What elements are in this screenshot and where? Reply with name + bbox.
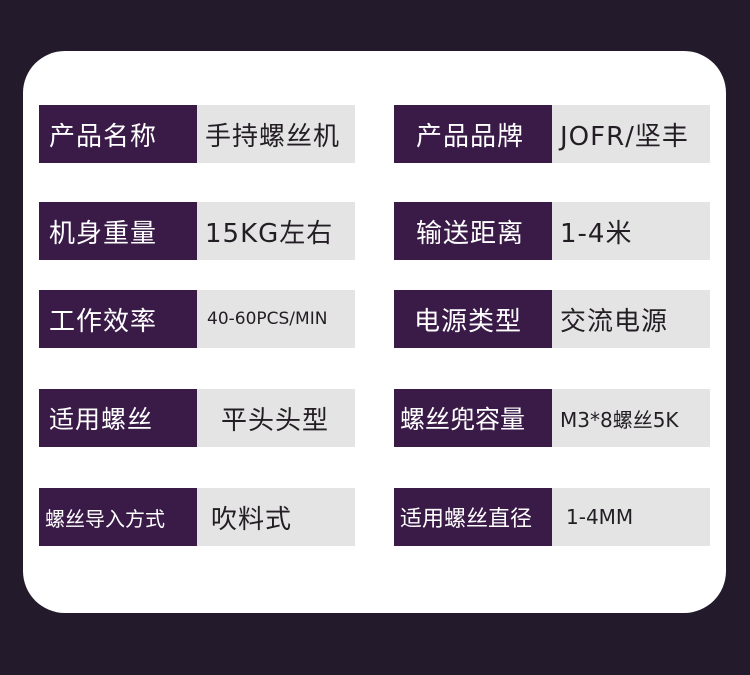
spec-value: JOFR/坚丰 xyxy=(552,105,710,163)
spec-row-weight: 机身重量 15KG左右 xyxy=(39,202,355,260)
spec-row-diameter: 适用螺丝直径 1-4MM xyxy=(394,488,710,546)
spec-value: 吹料式 xyxy=(197,488,355,546)
spec-row-screw-type: 适用螺丝 平头头型 xyxy=(39,389,355,447)
spec-value: 1-4米 xyxy=(552,202,710,260)
spec-label: 适用螺丝直径 xyxy=(394,488,552,546)
spec-value: 手持螺丝机 xyxy=(197,105,355,163)
spec-row-capacity: 螺丝兜容量 M3*8螺丝5K xyxy=(394,389,710,447)
spec-row-product-name: 产品名称 手持螺丝机 xyxy=(39,105,355,163)
spec-label: 产品名称 xyxy=(39,105,197,163)
spec-label: 产品品牌 xyxy=(394,105,552,163)
spec-label: 输送距离 xyxy=(394,202,552,260)
spec-label: 工作效率 xyxy=(39,290,197,348)
spec-row-distance: 输送距离 1-4米 xyxy=(394,202,710,260)
spec-value: 40-60PCS/MIN xyxy=(197,290,355,348)
spec-row-efficiency: 工作效率 40-60PCS/MIN xyxy=(39,290,355,348)
spec-row-feed-method: 螺丝导入方式 吹料式 xyxy=(39,488,355,546)
spec-value: 15KG左右 xyxy=(197,202,355,260)
spec-value: 平头头型 xyxy=(197,389,355,447)
spec-value: M3*8螺丝5K xyxy=(552,389,710,447)
spec-label: 电源类型 xyxy=(394,290,552,348)
spec-value: 交流电源 xyxy=(552,290,710,348)
spec-label: 螺丝导入方式 xyxy=(39,488,197,546)
spec-label: 适用螺丝 xyxy=(39,389,197,447)
spec-label: 机身重量 xyxy=(39,202,197,260)
spec-card: 产品名称 手持螺丝机 机身重量 15KG左右 工作效率 40-60PCS/MIN… xyxy=(23,51,726,613)
spec-row-brand: 产品品牌 JOFR/坚丰 xyxy=(394,105,710,163)
spec-label: 螺丝兜容量 xyxy=(394,389,552,447)
spec-row-power-type: 电源类型 交流电源 xyxy=(394,290,710,348)
spec-value: 1-4MM xyxy=(552,488,710,546)
